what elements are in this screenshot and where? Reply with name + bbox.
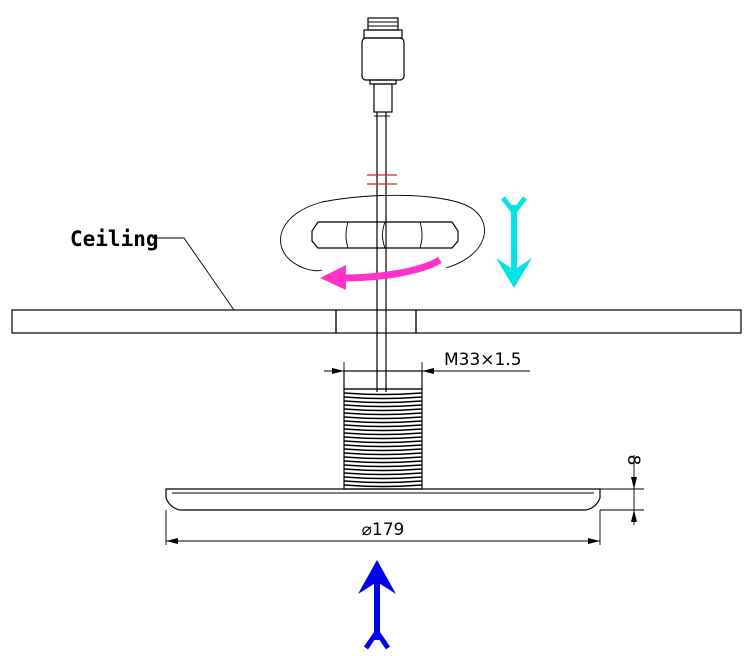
thread-ridge [343,444,423,448]
thread-ridge [343,396,423,400]
thread-ridge [343,400,423,404]
thread-ridge [343,476,423,480]
rotation-loop [280,194,485,272]
hex-nut [311,221,459,249]
rotate-arrow-icon [320,256,442,290]
thread-ridge [343,472,423,476]
cable-break-mark [367,174,397,185]
thread-ridge [343,424,423,428]
thread-ridge [343,404,423,408]
ceiling-label: Ceiling [70,227,159,251]
thread-ridge [343,456,423,460]
thread-ridge [343,416,423,420]
cable [374,112,390,392]
thread-spec-label: M33×1.5 [444,350,522,370]
thread-ridge [343,420,423,424]
thread-ridge [343,412,423,416]
ceiling-slab [11,309,742,334]
thread-ridge [343,428,423,432]
down-arrow-icon [496,196,532,288]
threaded-body [343,370,423,490]
thread-ridge [343,436,423,440]
thread-ridge [343,440,423,444]
thread-ridge [343,448,423,452]
thread-ridge [343,408,423,412]
ceiling-leader [152,237,235,311]
thread-ridge [343,484,423,488]
base-plate [165,488,601,511]
thickness-dimension [600,455,644,525]
diameter-dimension [165,510,601,545]
thread-ridge [343,452,423,456]
up-arrow-icon [358,560,396,650]
thread-ridge [343,392,423,396]
thread-ridge [343,460,423,464]
thread-ridge [343,432,423,436]
thread-ridge [343,468,423,472]
plate-diameter-label: ⌀179 [362,520,405,540]
plate-thickness-label: 8 [623,455,643,466]
connector [361,17,405,113]
thread-ridge [343,464,423,468]
thread-ridge [343,480,423,484]
